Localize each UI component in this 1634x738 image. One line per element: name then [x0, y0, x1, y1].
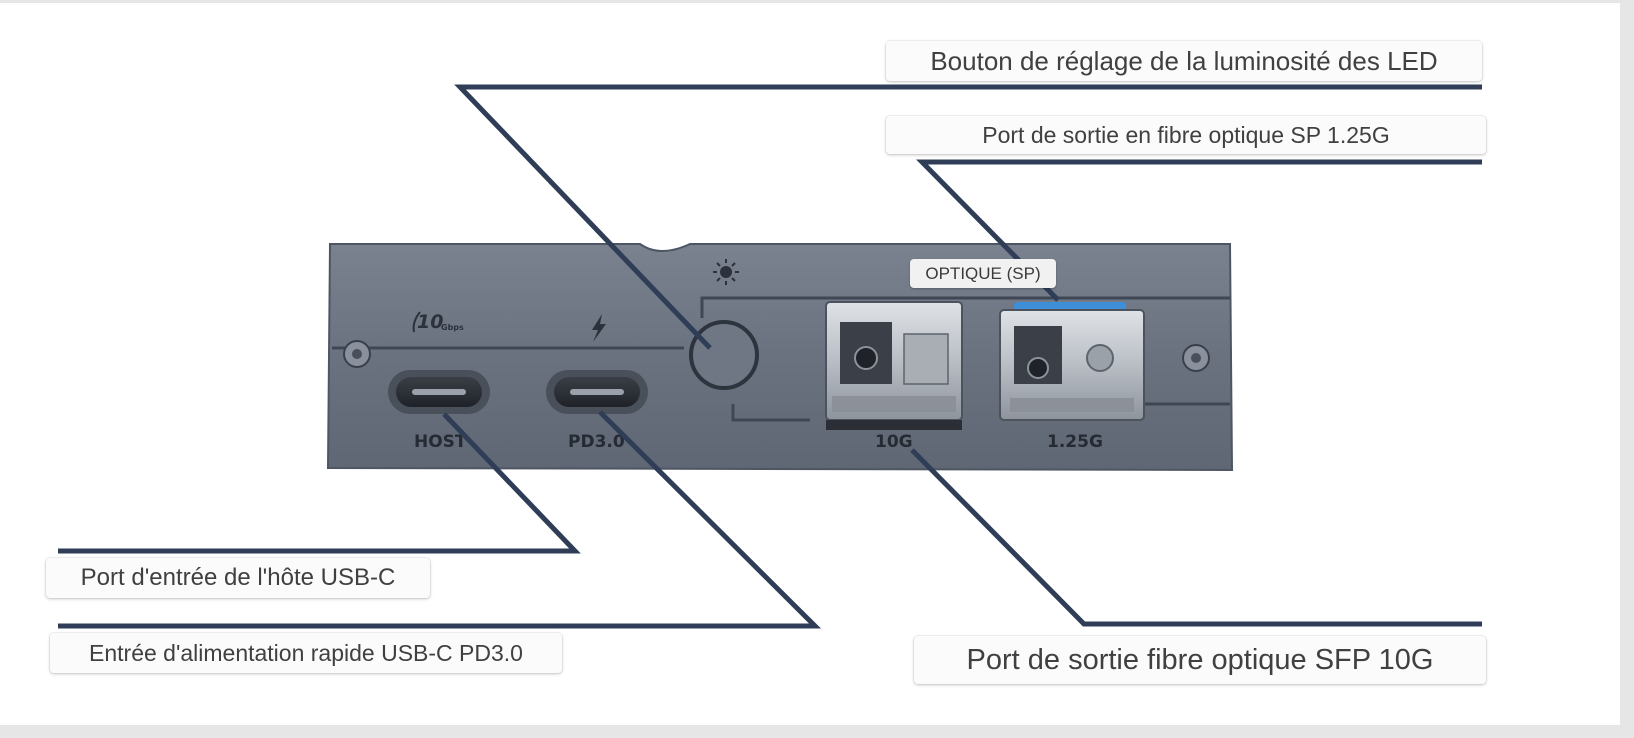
10g-port-label: 10G: [875, 432, 913, 452]
callout-sfp-port: Port de sortie fibre optique SFP 10G: [914, 636, 1486, 684]
host-port-label: HOST: [414, 432, 467, 452]
sp-125g-module[interactable]: [999, 302, 1145, 421]
usb-c-pd-port[interactable]: [546, 370, 648, 414]
leader-line-led: [454, 84, 1482, 350]
lightning-icon: [592, 314, 606, 342]
callout-usb-host: Port d'entrée de l'hôte USB-C: [46, 558, 430, 598]
screw-icon: [343, 340, 371, 368]
speed-badge: 10: [417, 311, 443, 333]
125g-port-label: 1.25G: [1047, 432, 1103, 452]
speed-unit: Gbps: [441, 323, 464, 332]
callout-led-button: Bouton de réglage de la luminosité des L…: [886, 41, 1482, 81]
pd-port-label: PD3.0: [568, 432, 625, 452]
callout-pd-power: Entrée d'alimentation rapide USB-C PD3.0: [50, 633, 562, 673]
speed-badge-arc: [412, 311, 421, 333]
screw-icon: [1182, 344, 1210, 372]
brightness-icon: [713, 259, 739, 285]
sfp-10g-cage[interactable]: [825, 301, 963, 430]
callout-sp-port: Port de sortie en fibre optique SP 1.25G: [886, 116, 1486, 154]
leader-line-sp: [916, 159, 1482, 302]
optique-tag: OPTIQUE (SP): [910, 259, 1056, 288]
leader-line-sfp: [910, 448, 1482, 627]
led-brightness-button[interactable]: [689, 320, 759, 390]
leader-line-pd: [58, 410, 822, 629]
leader-line-host: [58, 412, 581, 554]
groove-line: [731, 404, 810, 422]
usb-c-host-port[interactable]: [388, 370, 490, 414]
